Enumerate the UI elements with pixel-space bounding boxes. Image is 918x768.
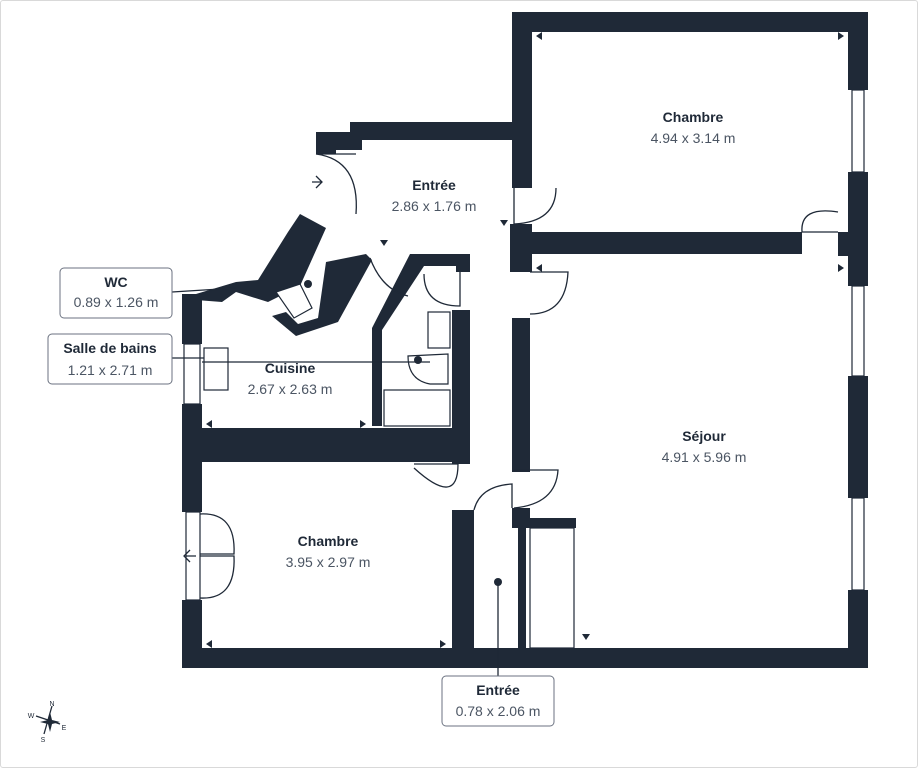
wall-corridor-right-lower	[518, 528, 526, 648]
callout-name-entree-bottom: Entrée	[476, 682, 520, 698]
compass-star-icon	[40, 712, 60, 732]
wall-east-upper	[848, 12, 868, 90]
wall-closet-top	[526, 518, 576, 528]
room-dims-sejour: 4.91 x 5.96 m	[662, 449, 747, 465]
room-dims-chambre-ne: 4.94 x 3.14 m	[651, 130, 736, 146]
compass-s: S	[41, 737, 46, 744]
room-name-entree-top: Entrée	[412, 177, 456, 193]
wall-east-mid1	[848, 172, 868, 286]
door-ne-bedroom	[513, 187, 557, 225]
compass: N S E W	[28, 701, 67, 744]
door-sejour-s	[513, 469, 559, 509]
room-name-chambre-ne: Chambre	[663, 109, 724, 125]
callout-dims-entree-bottom: 0.78 x 2.06 m	[456, 703, 541, 719]
wall-kitchen-bottom	[182, 428, 470, 462]
door-sejour-ne	[801, 210, 839, 233]
bathtub	[383, 389, 451, 427]
toilet	[275, 283, 313, 319]
room-name-cuisine: Cuisine	[265, 360, 316, 376]
room-dims-chambre-sw: 3.95 x 2.97 m	[286, 554, 371, 570]
callout-entree-bottom: Entrée 0.78 x 2.06 m	[441, 675, 555, 727]
wall-west-upper	[182, 294, 202, 344]
wall-entree-top	[316, 122, 512, 154]
callout-wc: WC 0.89 x 1.26 m	[59, 267, 173, 319]
callout-dims-wc: 0.89 x 1.26 m	[74, 294, 159, 310]
bathroom-sink	[427, 311, 451, 349]
tick	[582, 634, 590, 640]
door-wc	[369, 257, 409, 297]
room-name-chambre-sw: Chambre	[298, 533, 359, 549]
tick	[838, 264, 844, 272]
wall-bathroom-right	[452, 310, 470, 464]
tick	[500, 220, 508, 226]
window-ne	[851, 89, 865, 173]
door-corridor	[473, 483, 513, 511]
door-french-2	[199, 555, 235, 599]
wall-corridor-left	[452, 510, 474, 668]
walls	[182, 12, 868, 668]
compass-e: E	[62, 725, 67, 732]
window-east-1	[851, 285, 865, 377]
door-entry-top	[315, 153, 357, 215]
window-west-kitchen	[183, 343, 201, 405]
wall-corridor-right	[512, 508, 530, 528]
tick	[536, 264, 542, 272]
kitchen-sink	[203, 347, 229, 391]
doors	[199, 153, 839, 599]
callout-salle-de-bains: Salle de bains 1.21 x 2.71 m	[47, 333, 173, 385]
entry-arrow	[312, 175, 323, 189]
wall-bathroom-top	[372, 254, 470, 372]
compass-w: W	[28, 713, 35, 720]
shower	[407, 353, 449, 385]
tick	[440, 640, 446, 648]
closet	[529, 527, 575, 649]
wall-sejour-west	[512, 318, 530, 472]
room-dims-entree-top: 2.86 x 1.76 m	[392, 198, 477, 214]
room-labels: Chambre 4.94 x 3.14 m Entrée 2.86 x 1.76…	[248, 109, 747, 570]
tick	[536, 32, 542, 40]
dot-wc	[304, 280, 312, 288]
tick	[838, 32, 844, 40]
dot-bath	[414, 356, 422, 364]
callout-name-wc: WC	[104, 274, 127, 290]
tick	[380, 240, 388, 246]
wall-ne-bottom-right	[838, 232, 856, 256]
dot-corridor	[494, 578, 502, 586]
wall-ne-left	[512, 12, 532, 188]
callout-dims-salle-de-bains: 1.21 x 2.71 m	[68, 362, 153, 378]
wall-bathroom-left	[372, 330, 382, 426]
callout-box-entree-bottom	[441, 675, 555, 727]
room-dims-cuisine: 2.67 x 2.63 m	[248, 381, 333, 397]
wall-wc-outer	[196, 214, 326, 302]
fixtures	[171, 175, 575, 676]
bedroom-arrow	[183, 549, 196, 563]
room-name-sejour: Séjour	[682, 428, 726, 444]
wall-wc-inner	[272, 254, 372, 336]
wall-ne-top	[512, 12, 868, 32]
door-sejour	[529, 271, 569, 315]
door-bathroom	[423, 272, 461, 307]
callout-name-salle-de-bains: Salle de bains	[63, 340, 157, 356]
wall-ne-bottom	[530, 232, 802, 254]
tick	[206, 640, 212, 648]
tick	[360, 420, 366, 428]
callout-box-wc	[59, 267, 173, 319]
wall-south	[182, 648, 868, 668]
dimension-ticks	[206, 32, 844, 648]
wall-entree-right	[510, 224, 532, 272]
tick	[206, 420, 212, 428]
compass-n: N	[49, 701, 54, 708]
door-french-1	[199, 513, 235, 555]
callout-leader-wc	[171, 287, 237, 293]
door-bedroom-sw	[413, 463, 459, 488]
wall-east-mid2	[848, 376, 868, 498]
window-east-2	[851, 497, 865, 591]
callout-box-salle-de-bains	[47, 333, 173, 385]
